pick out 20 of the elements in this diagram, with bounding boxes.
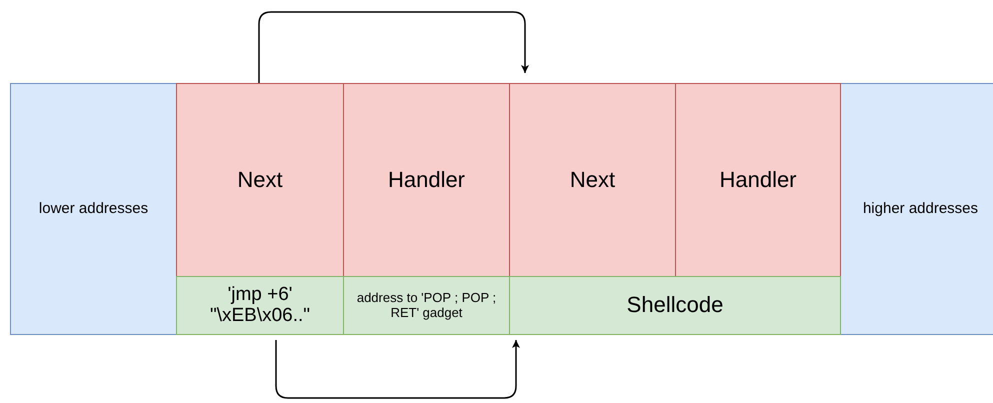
stack-field bbox=[343, 83, 510, 277]
payload-field bbox=[509, 276, 841, 335]
field-label: address to 'POP ; POP ; RET' gadget bbox=[356, 291, 498, 320]
stack-field bbox=[176, 83, 344, 277]
field-label: higher addresses bbox=[862, 200, 978, 218]
stack-field bbox=[675, 83, 841, 277]
memory-region bbox=[840, 83, 993, 335]
payload-field bbox=[343, 276, 510, 335]
field-label: Next bbox=[237, 168, 283, 192]
field-label: Shellcode bbox=[626, 293, 724, 318]
field-label: lower addresses bbox=[38, 200, 148, 218]
field-label: 'jmp +6' "\xEB\x06.." bbox=[208, 284, 312, 326]
field-label: Handler bbox=[719, 168, 797, 192]
payload-field bbox=[176, 276, 344, 335]
arrow bbox=[275, 340, 520, 399]
arrow bbox=[258, 11, 529, 83]
field-label: Next bbox=[570, 168, 616, 192]
memory-region bbox=[10, 83, 177, 335]
stack-field bbox=[509, 83, 676, 277]
field-label: Handler bbox=[388, 168, 466, 192]
